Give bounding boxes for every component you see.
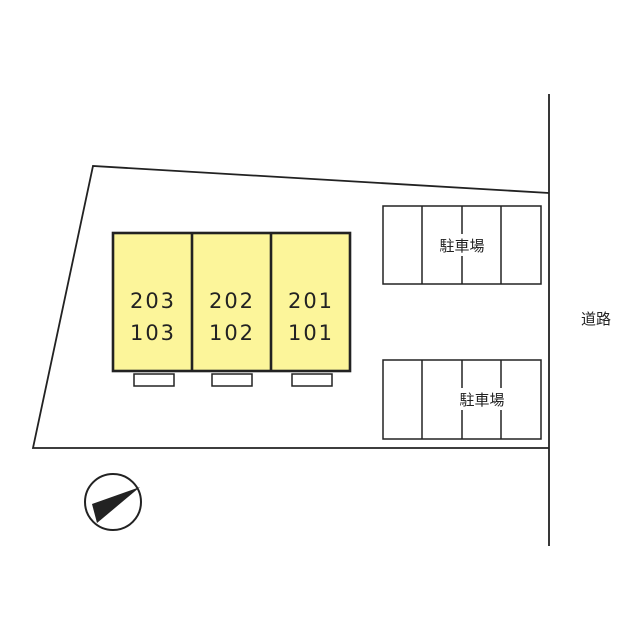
unit-upper-number: 203 <box>130 289 176 313</box>
unit-upper-number: 202 <box>209 289 255 313</box>
parking-lot: 駐車場 <box>382 359 542 440</box>
property-boundary <box>31 165 550 449</box>
parking-lot: 駐車場 <box>382 205 542 285</box>
parking-lot-label: 駐車場 <box>459 391 504 409</box>
unit-column: 203 103 <box>130 289 176 387</box>
entrance-step <box>133 373 175 387</box>
parking-lot-label: 駐車場 <box>439 237 484 255</box>
building: 203 103 202 102 201 101 <box>111 231 352 387</box>
unit-lower-number: 103 <box>130 321 176 345</box>
road-label: 道路 <box>581 310 611 328</box>
parking-label-bg <box>432 234 492 256</box>
building-outline <box>111 231 352 373</box>
parking-label-bg <box>452 388 512 410</box>
unit-upper-number: 201 <box>288 289 334 313</box>
entrance-step <box>211 373 253 387</box>
unit-lower-number: 101 <box>288 321 334 345</box>
unit-column: 202 102 <box>209 289 255 387</box>
entrance-step <box>291 373 333 387</box>
unit-lower-number: 102 <box>209 321 255 345</box>
north-arrow-icon <box>84 473 142 531</box>
unit-column: 201 101 <box>288 289 334 387</box>
